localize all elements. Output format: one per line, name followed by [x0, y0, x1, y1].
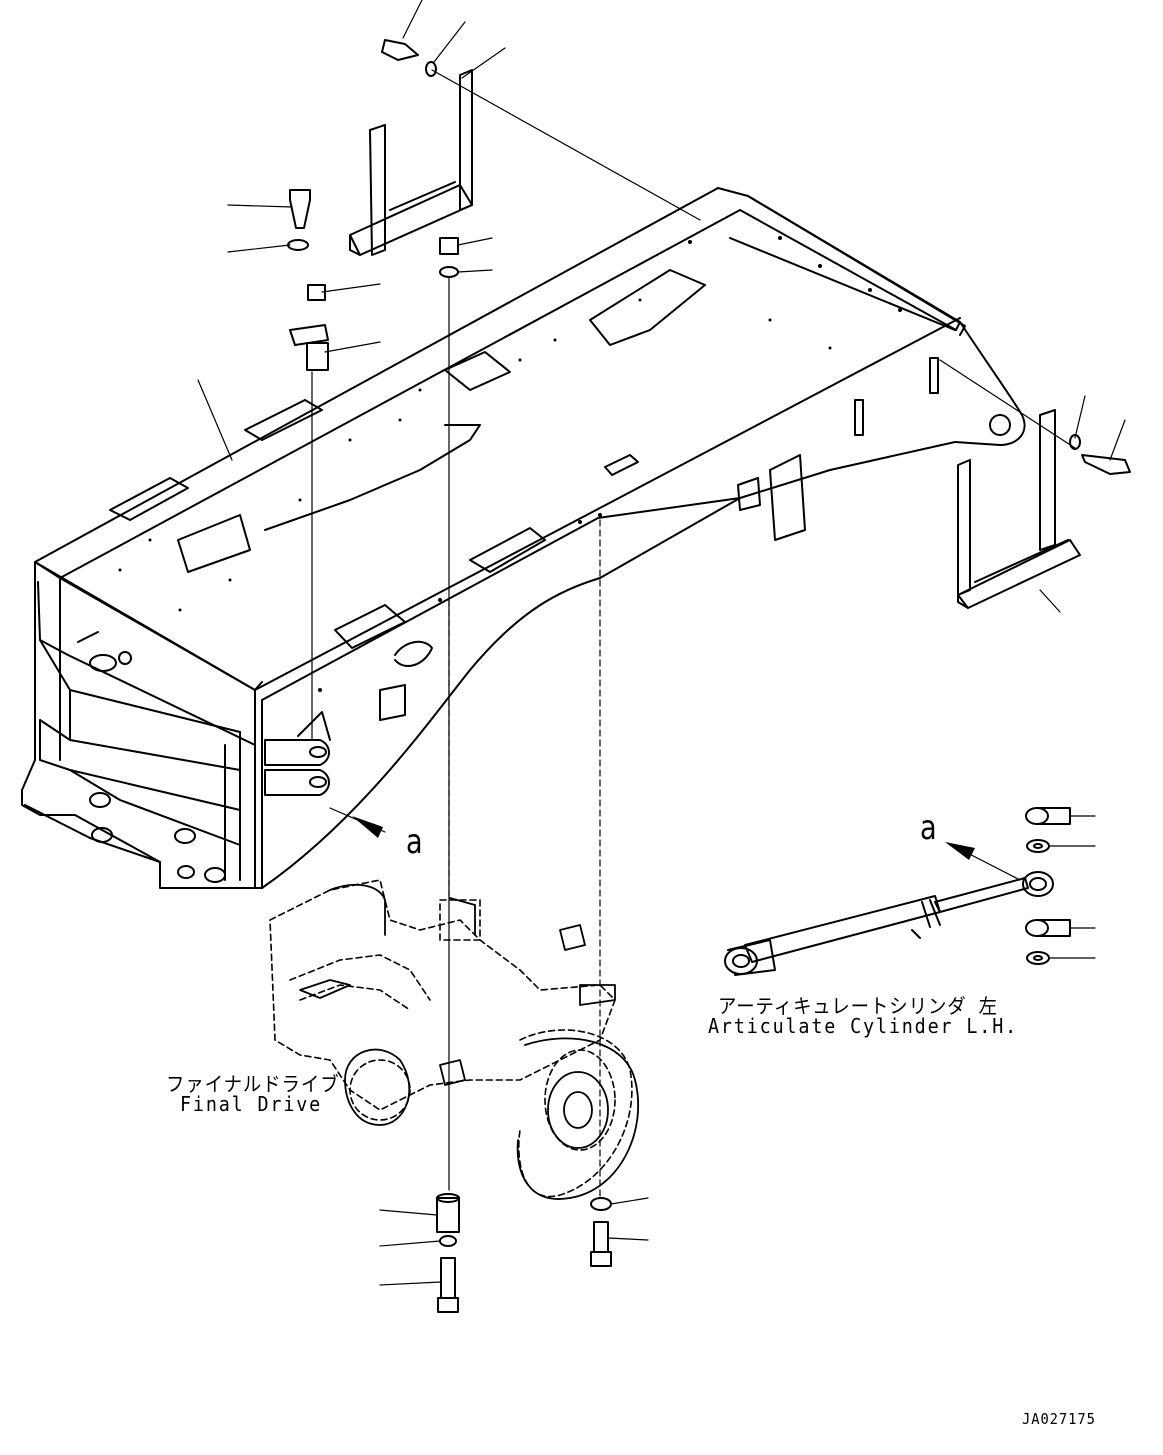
fasteners-bottom: [436, 1193, 612, 1313]
rear-frame: [21, 187, 1026, 889]
final-drive-label-en: Final Drive: [180, 1092, 323, 1116]
final-drive-label-ja: ファイナルドライブ: [166, 1072, 340, 1096]
final-drive-solid: [299, 883, 640, 1200]
fasteners-top: [287, 39, 1131, 475]
final-drive: [269, 879, 633, 1198]
view-a-cylinder-label: a: [920, 808, 937, 848]
view-a-frame-label: a: [406, 822, 423, 862]
step-right: [957, 409, 1081, 609]
articulate-cylinder-label-en: Articulate Cylinder L.H.: [708, 1014, 1019, 1038]
articulate-cylinder-label-ja: アーティキュレートシリンダ 左: [718, 994, 998, 1018]
alignment-lines: [311, 69, 1076, 1201]
view-arrowheads: [352, 816, 975, 860]
step-left: [349, 69, 473, 256]
cylinder-pin-parts: [1025, 807, 1071, 965]
articulate-cylinder: [724, 871, 1054, 976]
drawing-code: JA027175: [1022, 1410, 1096, 1428]
